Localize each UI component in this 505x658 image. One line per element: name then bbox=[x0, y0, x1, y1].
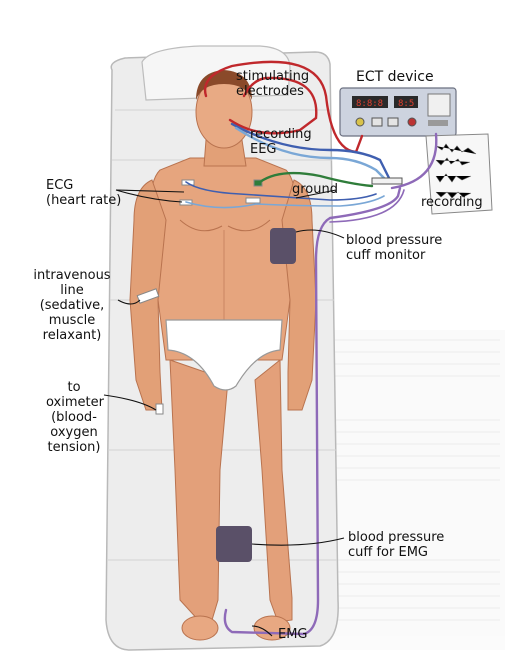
wire-junction bbox=[372, 178, 402, 184]
label-ect-device: ECT device bbox=[356, 70, 434, 85]
label-intravenous-line: intravenous line (sedative, muscle relax… bbox=[31, 268, 113, 343]
label-bp-cuff-monitor: blood pressure cuff monitor bbox=[346, 233, 442, 263]
oximeter-clip bbox=[156, 404, 163, 414]
ect-device: 8:8:8 8:5 bbox=[340, 88, 456, 136]
arm-cuff bbox=[270, 228, 296, 264]
label-ground: ground bbox=[292, 182, 338, 197]
label-emg: EMG bbox=[278, 627, 308, 642]
background-text-bleed bbox=[330, 330, 505, 650]
label-oximeter: to oximeter (blood- oxygen tension) bbox=[46, 380, 102, 455]
label-bp-cuff-emg: blood pressure cuff for EMG bbox=[348, 530, 444, 560]
display-right: 8:5 bbox=[398, 99, 414, 109]
label-recording: recording bbox=[421, 195, 483, 210]
label-stimulating-electrodes: stimulating electrodes bbox=[236, 69, 309, 99]
label-ecg: ECG (heart rate) bbox=[46, 178, 121, 208]
label-recording-eeg: recording EEG bbox=[250, 127, 312, 157]
display-left: 8:8:8 bbox=[356, 99, 383, 109]
leg-cuff bbox=[216, 526, 252, 562]
